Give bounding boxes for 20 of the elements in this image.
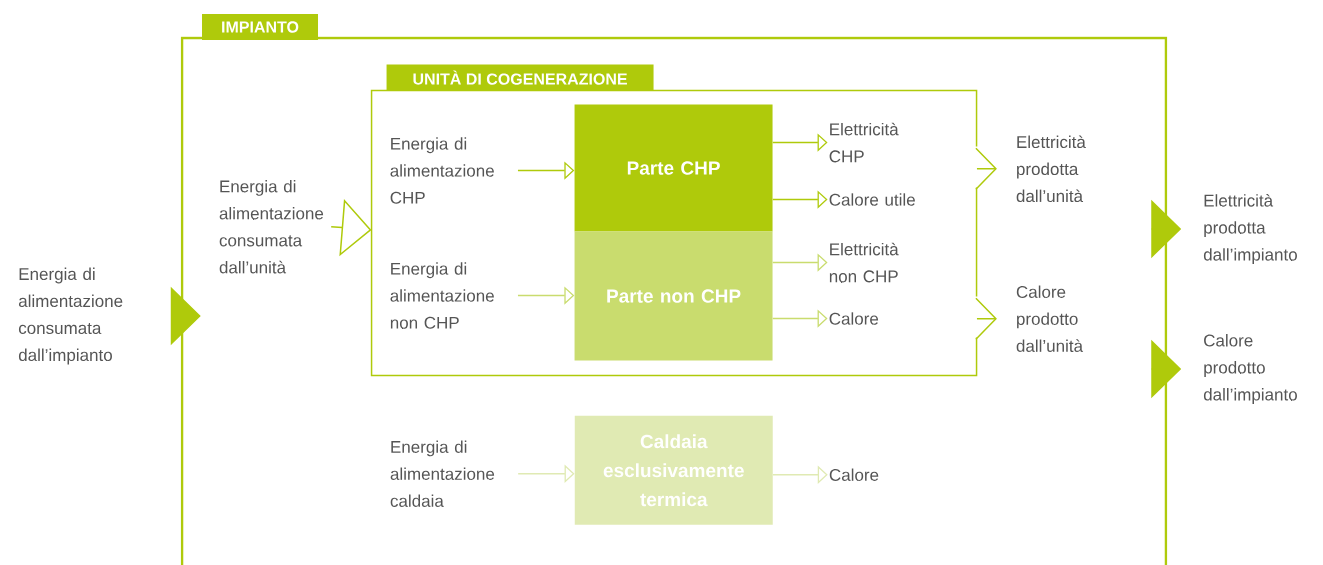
flow-label: Calore bbox=[829, 468, 879, 481]
flow-label: Calore bbox=[829, 312, 879, 325]
process-box: Parte CHP bbox=[574, 104, 773, 232]
flow-label: Elettricità prodotta dall’unità bbox=[1016, 135, 1086, 203]
process-box: Parte non CHP bbox=[574, 231, 773, 361]
node-label: IMPIANTO bbox=[222, 21, 299, 33]
flow-label: Energia di alimentazione caldaia bbox=[390, 440, 495, 507]
flow-label: Calore prodotto dall’unità bbox=[1016, 285, 1084, 352]
flow-label: Elettricità CHP bbox=[829, 122, 899, 163]
flow-label: Energia di alimentazione non CHP bbox=[390, 262, 494, 329]
arrow bbox=[772, 465, 828, 484]
flow-label: Calore prodotto dall’impianto bbox=[1203, 334, 1297, 404]
flow-label: Elettricità prodotta dall’impianto bbox=[1203, 194, 1297, 264]
flow-label: Energia di alimentazione consumata dall’unità bbox=[219, 180, 324, 274]
flow-label: Calore utile bbox=[829, 193, 915, 206]
flow-label: Elettricità non CHP bbox=[829, 242, 899, 283]
flow-label: Energia di alimentazione consumata dall’impianto bbox=[18, 267, 123, 365]
arrow bbox=[517, 464, 575, 483]
process-box: Caldaia esclusivamente termica bbox=[574, 415, 773, 525]
flow-label: Energia di alimentazione CHP bbox=[390, 137, 494, 204]
